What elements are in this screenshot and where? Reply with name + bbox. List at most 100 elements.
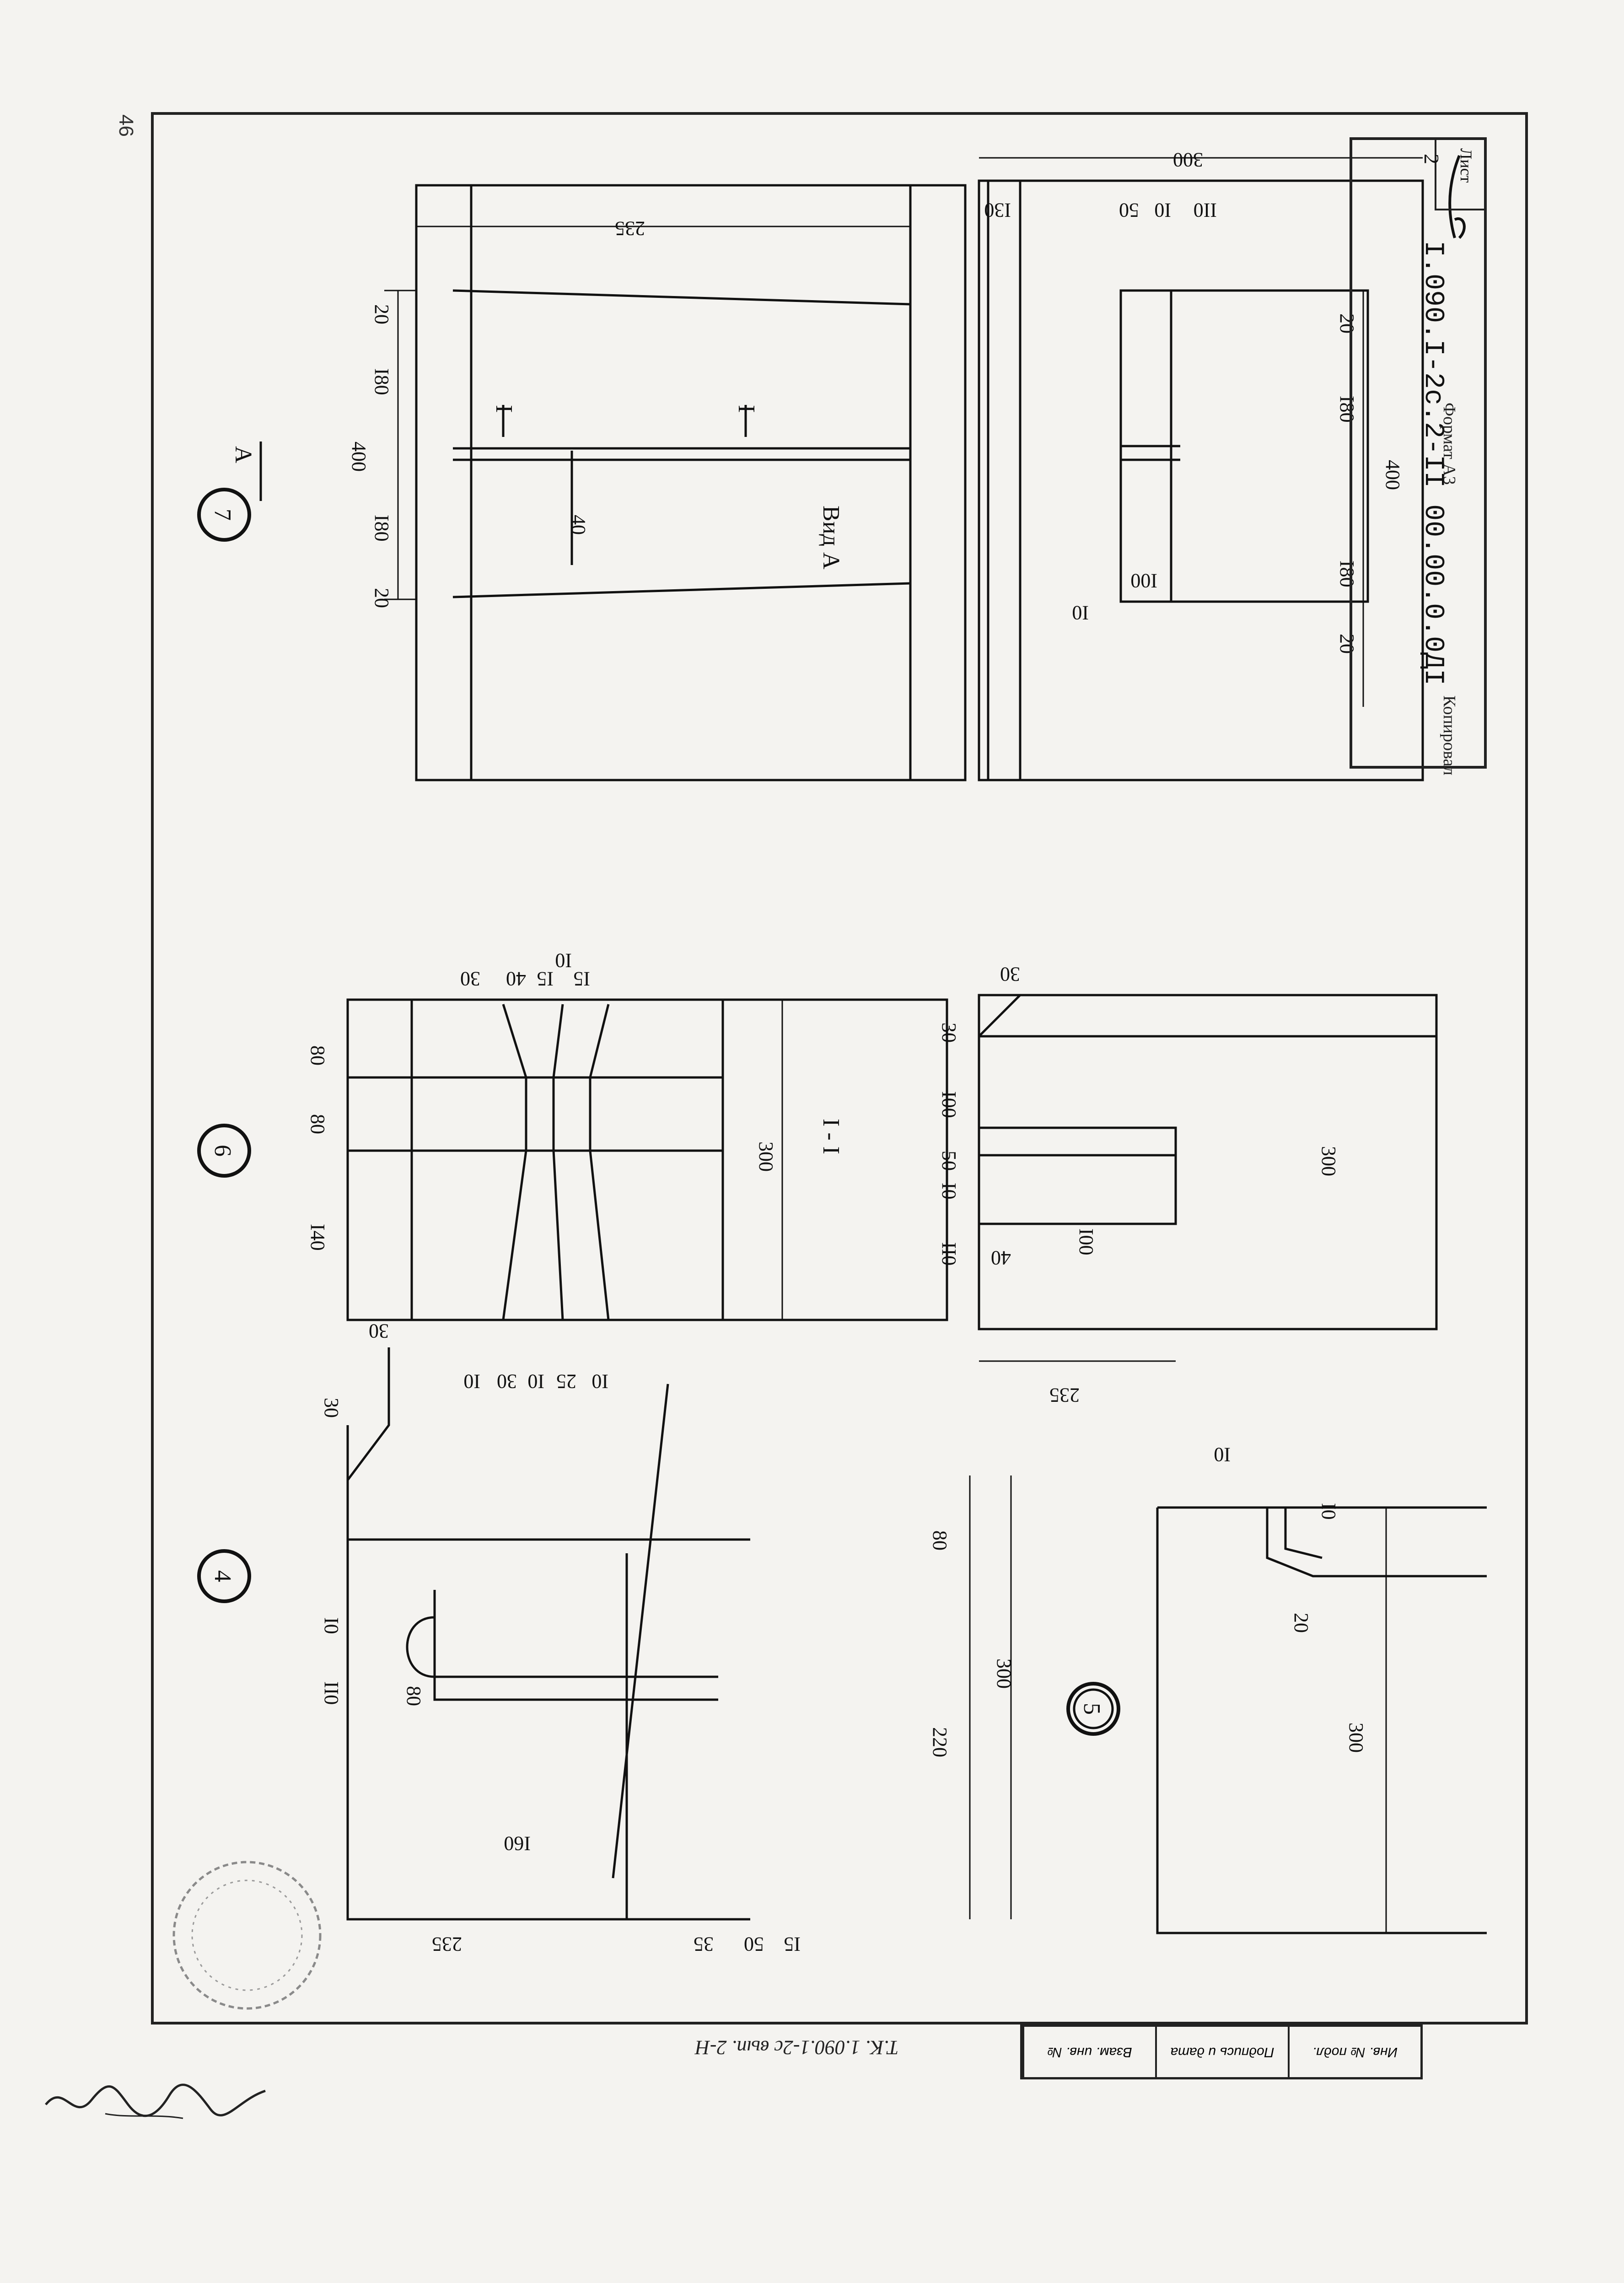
replace-inv-label: Взам. инв. №: [1047, 2045, 1132, 2060]
dim: 300: [1317, 1146, 1340, 1176]
section-i-i-outline: [978, 994, 1438, 1330]
dim: I0: [938, 1183, 960, 1200]
dim: 300: [1345, 1723, 1367, 1753]
dim: 300: [1173, 149, 1203, 171]
dim: 300: [993, 1658, 1015, 1689]
dim: I5: [784, 1933, 801, 1955]
dim: 30: [938, 1023, 960, 1043]
dim: I5: [537, 968, 554, 990]
view-a-outline: [978, 179, 1424, 781]
dim: 80: [307, 1045, 329, 1066]
dim: 300: [755, 1142, 777, 1172]
dim: 50: [1119, 199, 1139, 221]
page-number: 46: [115, 114, 137, 137]
node-7: 7 А 20 I80 400 I80 20 40 2: [197, 184, 967, 781]
node-6-circle: [197, 1124, 251, 1178]
node-6-number: 6: [210, 1145, 236, 1157]
dim: 35: [694, 1933, 714, 1955]
signature-icon: [45, 2084, 266, 2119]
format-label: Формат А3: [1440, 403, 1459, 485]
dim: 30: [460, 968, 480, 990]
dim: 235: [1049, 1384, 1080, 1406]
dim: II0: [938, 1242, 960, 1265]
view-a-label: Вид А: [818, 506, 844, 570]
dim: 30: [1000, 963, 1020, 985]
dim: I0: [527, 1370, 544, 1393]
dim: 50: [938, 1151, 960, 1171]
dim: I5: [573, 968, 590, 990]
node-7-number: 7: [210, 509, 236, 521]
dim: 30: [369, 1320, 389, 1342]
node-4: 4 30 30 I0 II0 80 I60 235 80 220 300 35 …: [197, 1320, 1015, 1955]
node-4-number: 4: [210, 1570, 236, 1582]
dim: I0: [463, 1370, 480, 1393]
dim: 400: [348, 442, 370, 472]
dim: I0: [555, 949, 572, 972]
node-5-number: 5: [1079, 1703, 1105, 1715]
dim: 40: [991, 1247, 1011, 1269]
copied-by-label: Копировал: [1440, 695, 1459, 775]
dim: 235: [615, 217, 645, 240]
dim: I0: [592, 1370, 608, 1393]
dim: 80: [403, 1686, 425, 1706]
dim: I0: [1214, 1443, 1231, 1466]
section-i-i: I - I 30 I00 50 I0 II0 30 40 I00 300 235: [818, 963, 1438, 1406]
dim: II0: [1194, 199, 1217, 221]
inv-no-label: Инв. № подл.: [1312, 2045, 1398, 2060]
dim: 25: [556, 1370, 576, 1393]
dim: 40: [567, 515, 590, 535]
dim: I80: [1336, 396, 1358, 423]
dim: I0: [1154, 199, 1171, 221]
technical-drawing: 7 А 20 I80 400 I80 20 40 2: [197, 149, 1487, 1955]
dim: 20: [371, 588, 393, 608]
dim: I80: [1336, 560, 1358, 587]
round-stamp-icon: [172, 1861, 322, 2010]
dim: 80: [307, 1114, 329, 1134]
dim: 20: [1290, 1613, 1312, 1633]
dim: 235: [432, 1933, 462, 1955]
dim: 20: [1336, 313, 1358, 334]
node-6: 6 30 40 I5 I0 I5 80 80 I40 300 I0 30 I0 …: [197, 949, 948, 1393]
dim: 20: [1336, 634, 1358, 654]
view-a: 300 I30 50 I0 II0 20 I80 400 I80 20 I0 I…: [978, 149, 1424, 781]
dim: 50: [744, 1933, 764, 1955]
node-6-plate: [346, 998, 948, 1321]
node-5-circle: [1066, 1682, 1120, 1736]
dim: I0: [1317, 1503, 1340, 1520]
dim: I80: [371, 515, 393, 542]
approval-stamp-table: Инв. № подл. Подпись и дата Взам. инв. №: [1020, 2025, 1423, 2079]
sign-date-cell: Подпись и дата: [1155, 2027, 1288, 2077]
dim: I40: [307, 1224, 329, 1251]
dim: I00: [938, 1091, 960, 1118]
dim: I60: [504, 1832, 531, 1855]
dim: 40: [506, 968, 526, 990]
node-7-plate: [415, 184, 967, 781]
check-mark-icon: [1448, 155, 1466, 239]
dim: II0: [320, 1681, 343, 1705]
section-i-i-label: I - I: [818, 1119, 844, 1154]
sheet-label: Лист: [1457, 148, 1475, 183]
node-5: 5 I0 I0 20 300: [1066, 1443, 1487, 1934]
series-designation: Т.К. 1.090.1-2с вып. 2-Н: [695, 2036, 899, 2059]
dim: 400: [1382, 460, 1404, 490]
dim: I0: [320, 1617, 343, 1634]
view-a-arrow-letter: А: [230, 446, 256, 463]
dim: 80: [929, 1530, 951, 1551]
dim: 30: [497, 1370, 517, 1393]
node-7-circle: [197, 488, 251, 542]
node-4-circle: [197, 1549, 251, 1603]
dim: I30: [984, 199, 1011, 221]
dim: I00: [1130, 570, 1157, 592]
section-mark: I: [733, 405, 759, 413]
dim: I0: [1072, 602, 1089, 624]
sheet-number: 2: [1420, 154, 1443, 164]
replace-inv-cell: Взам. инв. №: [1022, 2027, 1155, 2077]
dim: 20: [371, 304, 393, 324]
dim: 220: [929, 1727, 951, 1757]
dim: 30: [320, 1398, 343, 1418]
section-mark: I: [491, 405, 517, 413]
drawing-frame: [151, 112, 1528, 2025]
inv-no-cell: Инв. № подл.: [1288, 2027, 1420, 2077]
title-block: Лист 2 I.090.I-2с.2-II 00.00.0.0ДI: [1350, 137, 1487, 769]
